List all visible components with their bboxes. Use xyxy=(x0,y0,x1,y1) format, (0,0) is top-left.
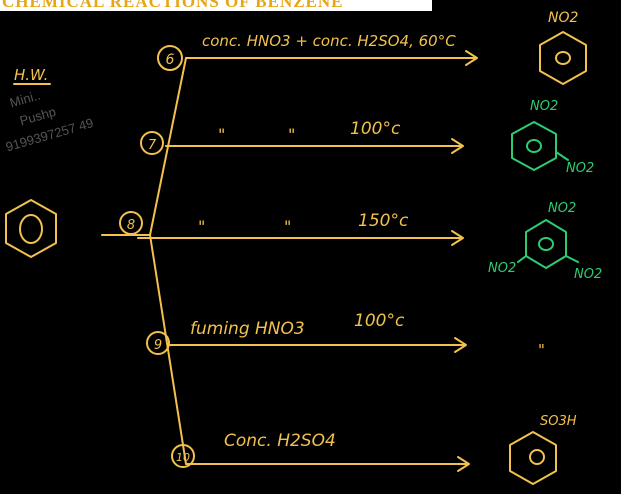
step-number-9: 9 xyxy=(154,338,162,353)
reagent-8-ditto-2: " xyxy=(284,217,291,236)
reagent-8-ditto-1: " xyxy=(198,217,205,236)
product-7-ring xyxy=(511,121,569,171)
reagent-6: conc. HNO3 + conc. H2SO4, 60°C xyxy=(202,32,456,50)
arrow-6 xyxy=(185,50,478,66)
product-8-substituent-2: NO2 xyxy=(488,261,516,276)
arrow-10 xyxy=(185,456,470,472)
reagent-7-ditto-1: " xyxy=(218,125,225,144)
product-8-substituent-3: NO2 xyxy=(574,267,602,282)
step-circle-9 xyxy=(146,331,170,355)
step-circle-7 xyxy=(140,131,164,155)
step-number-7: 7 xyxy=(148,138,157,153)
arrow-7 xyxy=(165,138,464,154)
product-6-ring xyxy=(539,31,587,85)
product-10-ring xyxy=(509,431,557,485)
product-6-substituent: NO2 xyxy=(548,10,578,26)
arrow-8 xyxy=(137,230,464,246)
product-7-substituent-1: NO2 xyxy=(530,99,558,114)
temp-8: 150°c xyxy=(358,211,409,231)
product-8-substituent-1: NO2 xyxy=(548,201,576,216)
step-circle-10 xyxy=(171,444,195,468)
benzene-reactant xyxy=(5,199,57,258)
product-8-ring xyxy=(517,219,579,269)
title-banner: CHEMICAL REACTIONS OF BENZENE xyxy=(0,0,432,11)
step-number-10: 10 xyxy=(176,451,190,464)
product-9-ditto: " xyxy=(538,341,545,359)
step-circle-8 xyxy=(119,211,143,235)
hw-label: H.W. xyxy=(14,66,48,84)
step-number-6: 6 xyxy=(166,52,175,68)
step-circle-6 xyxy=(157,45,183,71)
reagent-9: fuming HNO3 xyxy=(190,319,305,339)
reagent-10: Conc. H2SO4 xyxy=(224,431,336,451)
reagent-7-ditto-2: " xyxy=(288,125,295,144)
temp-7: 100°c xyxy=(350,119,401,139)
arrow-9 xyxy=(169,337,467,353)
step-number-8: 8 xyxy=(127,218,135,233)
page-title: CHEMICAL REACTIONS OF BENZENE xyxy=(2,0,344,11)
temp-9: 100°c xyxy=(354,311,405,331)
product-7-substituent-2: NO2 xyxy=(566,161,594,176)
product-10-substituent: SO3H xyxy=(540,414,577,429)
